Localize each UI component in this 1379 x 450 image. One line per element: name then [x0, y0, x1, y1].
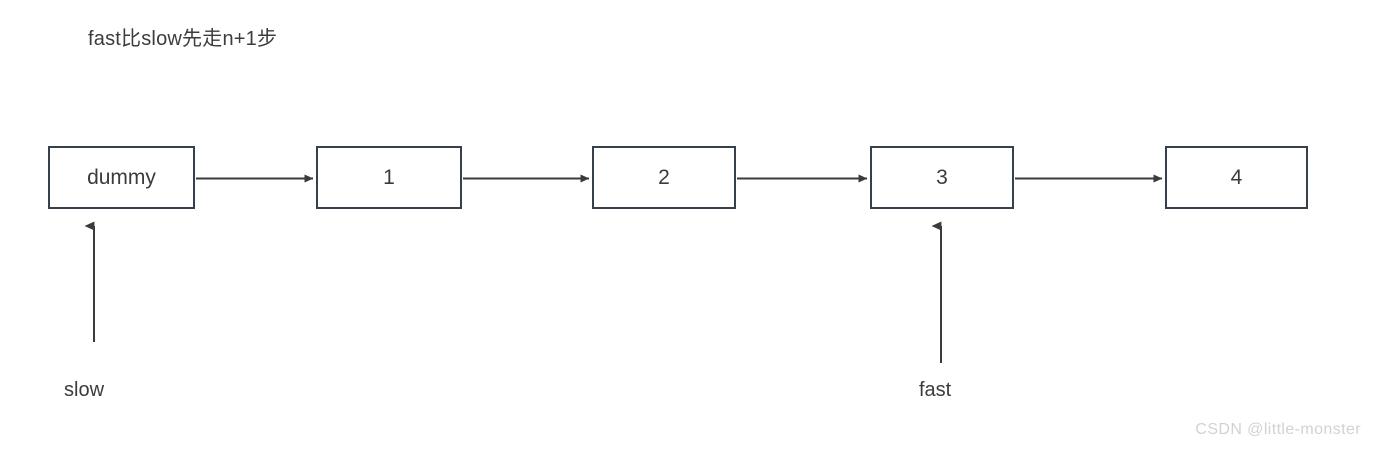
- list-node-2: 2: [592, 146, 736, 209]
- node-label: 2: [658, 166, 670, 189]
- diagram-caption: fast比slow先走n+1步: [88, 28, 278, 50]
- list-node-dummy: dummy: [48, 146, 195, 209]
- node-label: dummy: [87, 166, 156, 189]
- pointer-label-fast: fast: [919, 379, 952, 401]
- node-label: 3: [936, 166, 948, 189]
- list-node-1: 1: [316, 146, 462, 209]
- node-label: 4: [1230, 166, 1243, 189]
- pointer-label-slow: slow: [64, 379, 105, 401]
- node-label: 1: [383, 166, 395, 189]
- watermark: CSDN @little-monster: [1195, 421, 1361, 438]
- list-node-3: 3: [870, 146, 1014, 209]
- list-node-4: 4: [1165, 146, 1308, 209]
